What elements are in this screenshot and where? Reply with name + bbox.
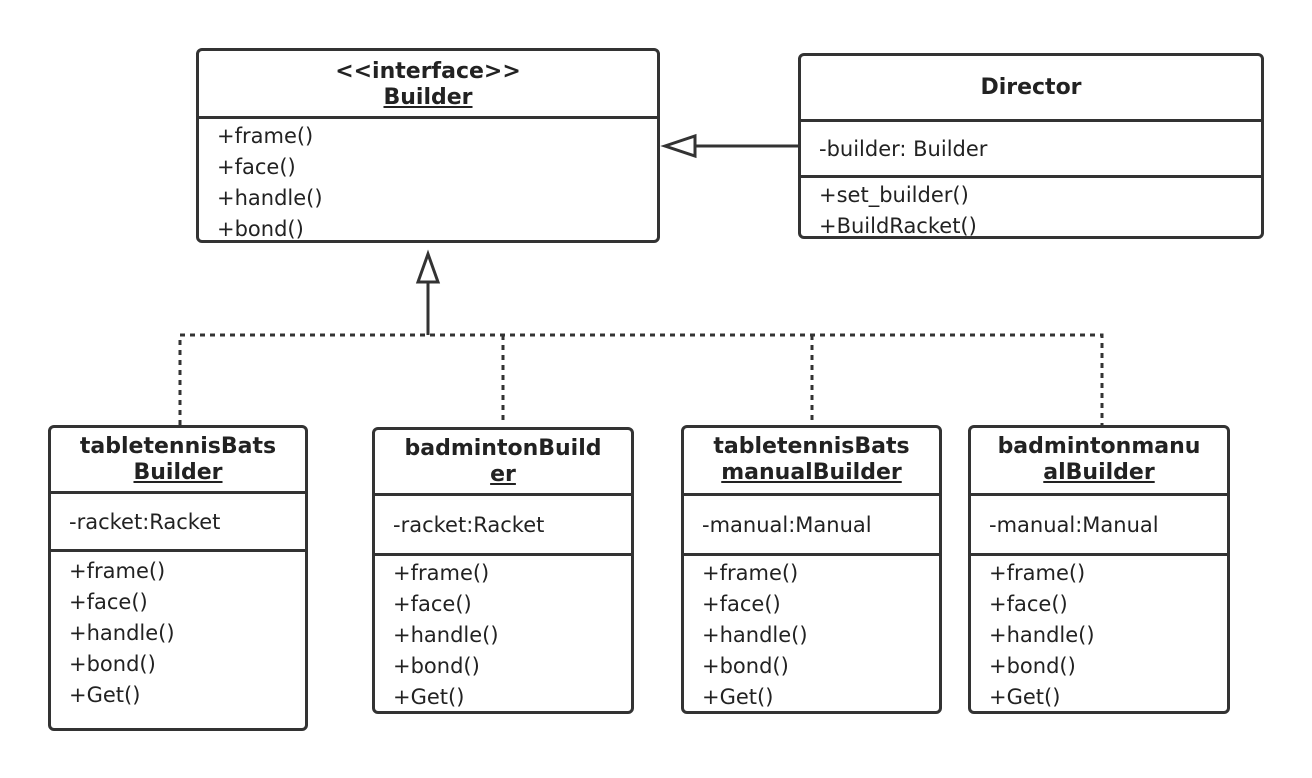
class-op: +Get(): [393, 685, 465, 709]
class-op: +frame(): [69, 559, 166, 583]
class-op: +handle(): [702, 623, 808, 647]
class-op: +bond(): [702, 654, 789, 678]
class-op: +frame(): [989, 561, 1086, 585]
class-director: Director -builder: Builder +set_builder(…: [798, 53, 1264, 239]
class-op: +face(): [393, 592, 472, 616]
class-attribute: -racket:Racket: [393, 512, 545, 537]
class-header: badmintonBuild er: [375, 430, 631, 496]
builder-op: +handle(): [217, 186, 323, 210]
class-builder: <<interface>> Builder +frame() +face() +…: [196, 48, 660, 243]
class-tabletennisbats-builder: tabletennisBats Builder -racket:Racket +…: [48, 425, 308, 731]
director-attributes: -builder: Builder: [801, 122, 1261, 178]
class-op: +frame(): [393, 561, 490, 585]
class-op: +bond(): [989, 654, 1076, 678]
class-operations: +frame() +face() +handle() +bond() +Get(…: [684, 556, 939, 711]
class-op: +bond(): [393, 654, 480, 678]
class-attributes: -racket:Racket: [51, 494, 305, 552]
class-attribute: -manual:Manual: [702, 512, 872, 537]
class-op: +bond(): [69, 652, 156, 676]
class-attributes: -manual:Manual: [971, 496, 1227, 556]
class-name-line: manualBuilder: [721, 460, 902, 485]
builder-operations: +frame() +face() +handle() +bond(): [199, 119, 657, 241]
class-attribute: -manual:Manual: [989, 512, 1159, 537]
class-attributes: -racket:Racket: [375, 496, 631, 556]
director-name: Director: [980, 74, 1082, 100]
class-op: +face(): [702, 592, 781, 616]
class-operations: +frame() +face() +handle() +bond() +Get(…: [375, 556, 631, 711]
class-header: badmintonmanu alBuilder: [971, 428, 1227, 496]
class-op: +Get(): [702, 685, 774, 709]
director-op: +BuildRacket(): [819, 214, 977, 238]
class-op: +handle(): [989, 623, 1095, 647]
class-tabletennisbats-manual-builder: tabletennisBats manualBuilder -manual:Ma…: [681, 425, 942, 714]
class-name-line: er: [490, 462, 516, 487]
builder-op: +bond(): [217, 217, 304, 241]
class-header: tabletennisBats manualBuilder: [684, 428, 939, 496]
director-op: +set_builder(): [819, 183, 969, 207]
class-badminton-builder: badmintonBuild er -racket:Racket +frame(…: [372, 427, 634, 714]
class-attributes: -manual:Manual: [684, 496, 939, 556]
class-name-line: badmintonBuild: [404, 436, 602, 461]
builder-op: +face(): [217, 155, 296, 179]
class-header: tabletennisBats Builder: [51, 428, 305, 494]
class-name-line: tabletennisBats: [713, 434, 910, 459]
class-op: +Get(): [989, 685, 1061, 709]
class-op: +face(): [989, 592, 1068, 616]
class-attribute: -racket:Racket: [69, 509, 221, 534]
director-association-arrowhead: [660, 133, 697, 159]
class-op: +frame(): [702, 561, 799, 585]
builder-stereotype: <<interface>>: [335, 59, 521, 84]
class-name-line: badmintonmanu: [997, 434, 1201, 459]
realization-arrowhead: [415, 249, 441, 284]
class-operations: +frame() +face() +handle() +bond() +Get(…: [971, 556, 1227, 711]
realization-dashed-bus: [178, 333, 1104, 425]
class-badmintonmanual-builder: badmintonmanu alBuilder -manual:Manual +…: [968, 425, 1230, 714]
class-op: +Get(): [69, 683, 141, 707]
class-op: +face(): [69, 590, 148, 614]
class-op: +handle(): [393, 623, 499, 647]
director-operations: +set_builder() +BuildRacket(): [801, 178, 1261, 238]
director-attribute: -builder: Builder: [819, 136, 988, 161]
class-op: +handle(): [69, 621, 175, 645]
class-operations: +frame() +face() +handle() +bond() +Get(…: [51, 552, 305, 711]
builder-name: Builder: [383, 85, 473, 110]
class-builder-header: <<interface>> Builder: [199, 51, 657, 119]
builder-op: +frame(): [217, 124, 314, 148]
class-name-line: tabletennisBats: [79, 434, 277, 459]
class-director-header: Director: [801, 56, 1261, 122]
class-name-line: alBuilder: [1043, 460, 1155, 485]
class-name-line: Builder: [133, 460, 223, 485]
